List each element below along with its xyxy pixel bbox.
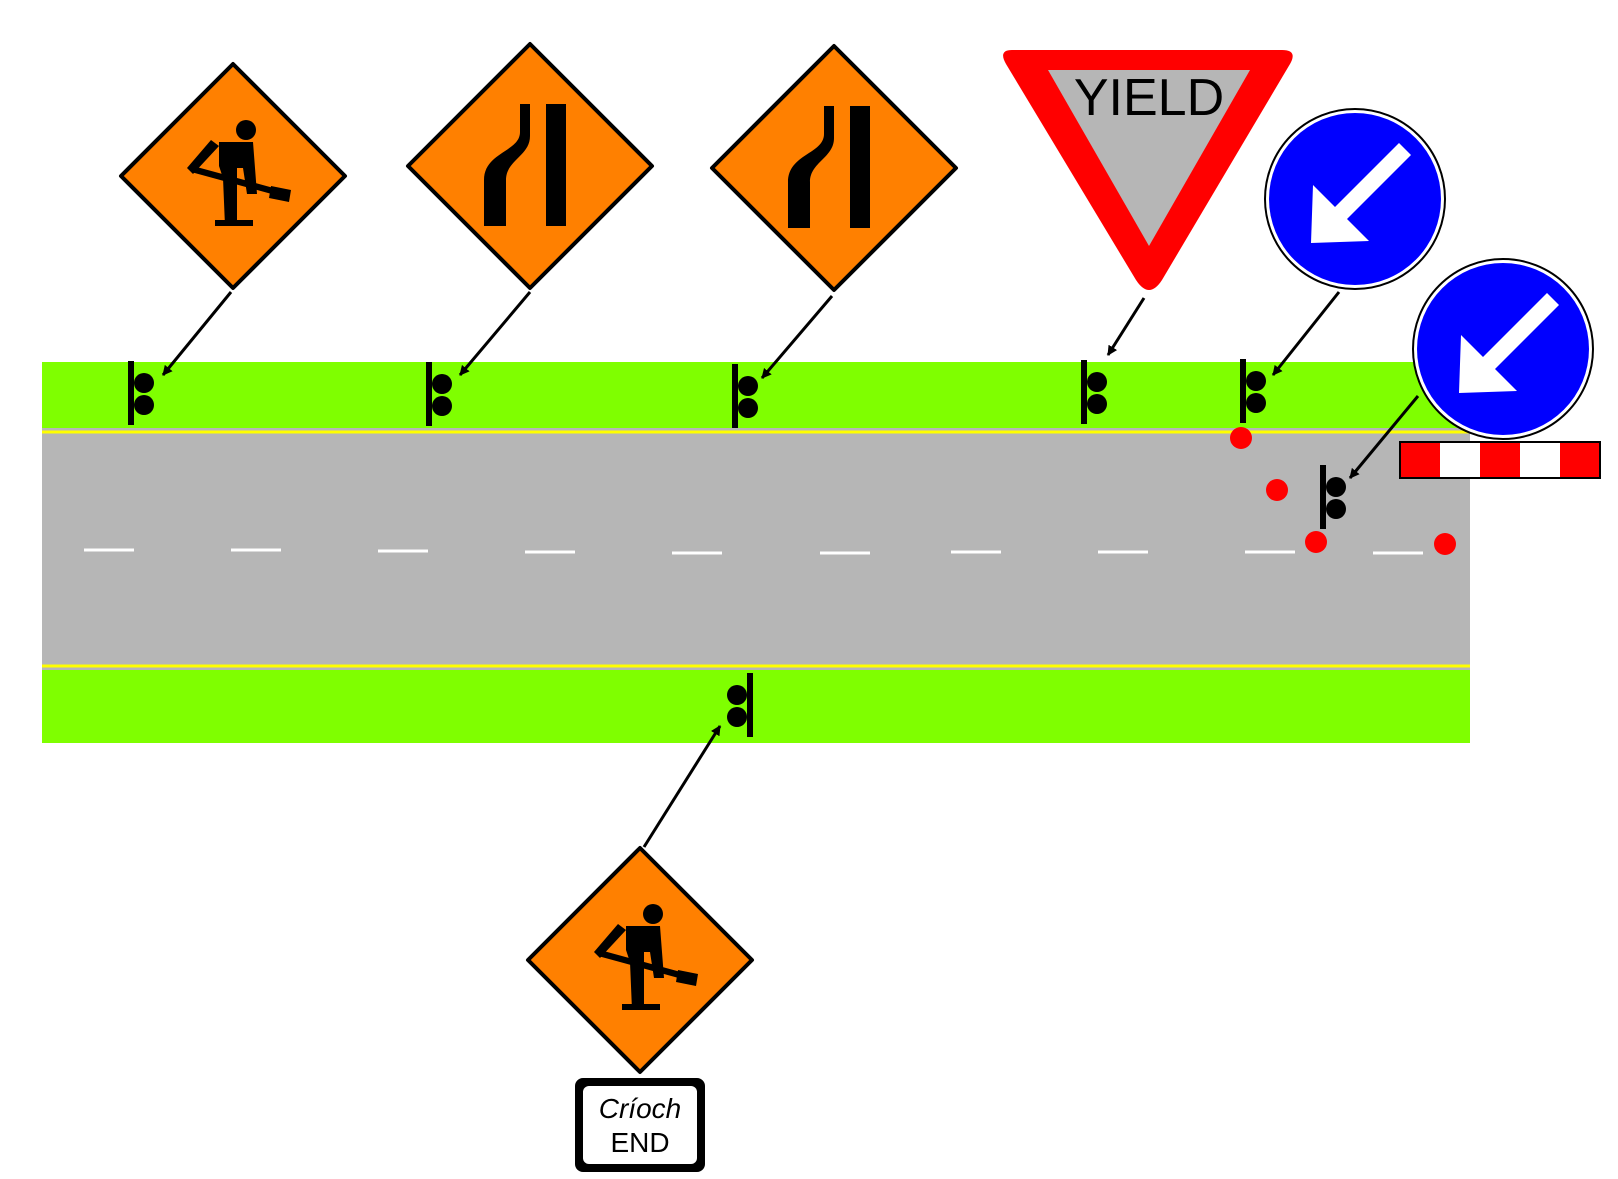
cone — [1305, 531, 1327, 553]
yield-text: YIELD — [1074, 69, 1224, 127]
traffic-cones — [1230, 427, 1456, 555]
end-plate: Críoch END — [575, 1078, 705, 1172]
cone — [1266, 479, 1288, 501]
cone — [1434, 533, 1456, 555]
cone — [1230, 427, 1252, 449]
centre-line — [84, 548, 1423, 555]
barrier — [1399, 441, 1601, 479]
road-narrows-left-icon — [406, 42, 654, 290]
keep-left-arrow-icon — [1264, 108, 1446, 290]
end-plate-irish-text: Críoch — [599, 1093, 681, 1124]
verge-top — [42, 362, 1470, 434]
keep-left-arrow-icon — [1412, 258, 1594, 440]
roadworks-man-digging-icon — [526, 846, 754, 1074]
yield-triangle-icon: YIELD — [1003, 50, 1293, 290]
road-narrows-left-icon — [710, 44, 958, 292]
end-plate-english-text: END — [610, 1127, 669, 1158]
sign-arrows — [161, 291, 1420, 848]
verge-bottom — [42, 670, 1470, 743]
roadworks-man-digging-icon — [119, 62, 347, 290]
